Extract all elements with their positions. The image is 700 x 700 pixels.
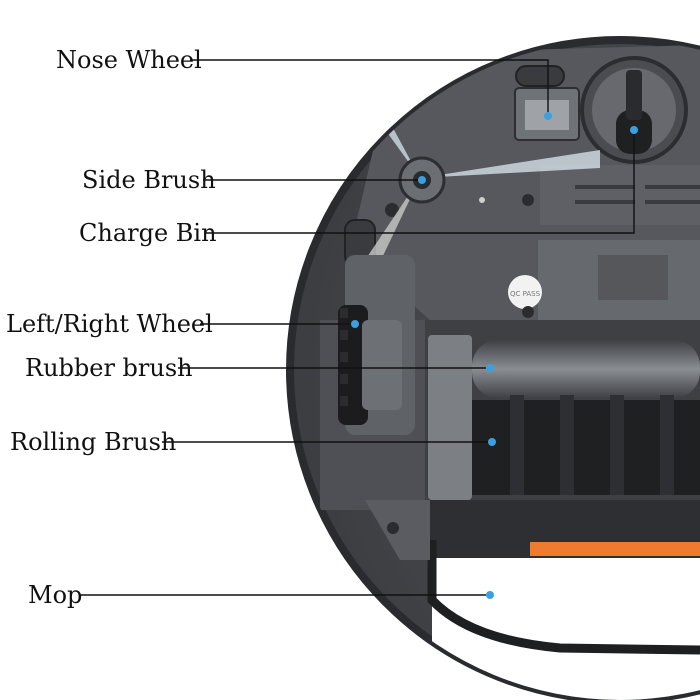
rubber-brush-roller [472, 340, 700, 398]
nose-wheel-point [544, 112, 552, 120]
label-side-brush: Side Brush [82, 166, 216, 194]
charge-dock-post [626, 70, 642, 120]
left-right-wheel-point [351, 320, 359, 328]
label-charge-bin: Charge Bin [79, 219, 217, 247]
left-wheel-assembly [338, 255, 415, 435]
vacuum-rim [286, 36, 700, 700]
charge-bin-point [630, 126, 638, 134]
screw [387, 522, 399, 534]
qc-sticker [508, 275, 542, 309]
bristle-tufts [510, 395, 674, 495]
rolling-brush-point [488, 438, 496, 446]
mop-holder [427, 540, 700, 655]
screw [385, 203, 399, 217]
nose-wheel-leader [190, 59, 549, 112]
vent-slot [575, 185, 635, 189]
qc-sticker-text: QC PASS [510, 290, 541, 298]
rubber-brush-point [486, 364, 494, 372]
mop-pad [432, 558, 700, 700]
label-nose-wheel: Nose Wheel [56, 46, 202, 74]
vent-slot [575, 200, 635, 204]
bin-window [598, 255, 668, 300]
vent-slot [645, 185, 700, 189]
charge-bin-leader [205, 134, 635, 234]
side-brush-point [418, 176, 426, 184]
label-rubber-brush: Rubber brush [25, 354, 193, 382]
label-rolling-brush: Rolling Brush [10, 428, 177, 456]
screw [522, 306, 534, 318]
vent-slot [645, 200, 700, 204]
label-left-right-wheel: Left/Right Wheel [6, 310, 213, 338]
nose-wheel-button [515, 65, 565, 87]
label-mop: Mop [28, 581, 83, 609]
mop-point [486, 591, 494, 599]
roller-end-cap [428, 335, 472, 500]
mop-orange-strip [530, 542, 700, 556]
vent-panel [540, 165, 700, 225]
screw [522, 194, 534, 206]
screw [479, 197, 485, 203]
